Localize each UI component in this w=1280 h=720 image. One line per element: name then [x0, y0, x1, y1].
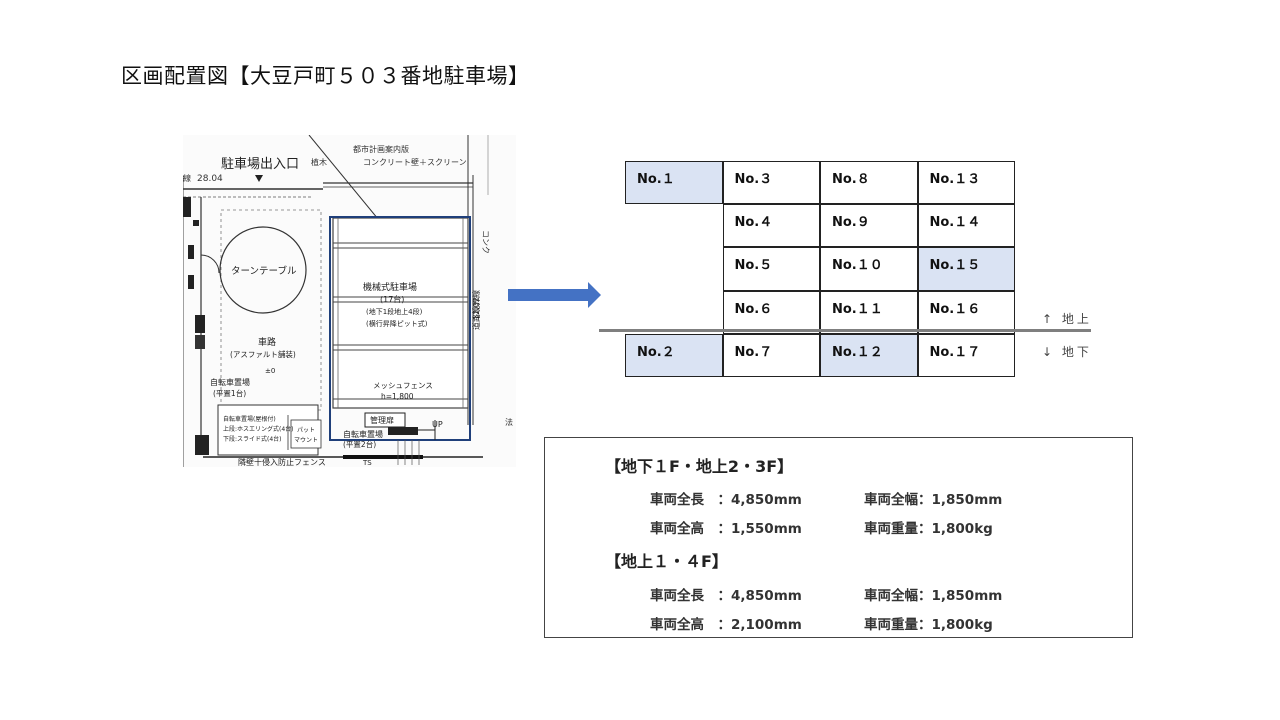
plan-sign-label: 都市計画案内版 [353, 144, 409, 154]
plan-ts-label: TS [362, 459, 372, 467]
plan-far-right-mark: 法 [505, 417, 513, 427]
spec-2-width: 車両全幅：1,850mm [864, 588, 1003, 604]
parking-space-cell: No.１６ [917, 290, 1015, 334]
plan-bike1-sub: (平置1台) [213, 388, 246, 398]
plan-left-mark: 線 [183, 173, 191, 183]
plan-bike-detail-1: 自転車置場(屋根付) [223, 415, 276, 423]
plan-boundary-label: 道路境界線 [471, 290, 481, 330]
parking-space-cell: No.１ [625, 161, 723, 205]
spec-section-2-title: 【地上１・４F】 [605, 552, 728, 571]
plan-entrance-label: 駐車場出入口 [221, 157, 299, 172]
spec-1-height: 車両全高 ：1,550mm [650, 521, 802, 537]
plan-bike2-label: 自転車置場 [343, 429, 383, 439]
parking-space-cell: No.８ [820, 161, 918, 205]
plan-bike-detail-3: 下段:スライド式(4台) [223, 435, 282, 443]
parking-space-cell: No.１３ [917, 161, 1015, 205]
parking-space-cell: No.６ [722, 290, 820, 334]
plan-mgmt-door: 管理扉 [370, 415, 394, 425]
plan-mesh-label: メッシュフェンス [373, 381, 433, 390]
plan-bike1-label: 自転車置場 [210, 377, 250, 387]
plan-fence-label: 隣壁十侵入防止フェンス [238, 457, 326, 467]
plan-pad-mount-1: パット [297, 427, 315, 434]
plan-elevation: 28.04 [197, 174, 223, 184]
site-plan-drawing: 駐車場出入口 線 28.04 都市計画案内版 コンクリート壁＋スクリーン 植木 … [183, 135, 516, 467]
plan-wall-label: コンクリート壁＋スクリーン [363, 157, 467, 167]
vehicle-spec-box: 【地下１F・地上2・3F】 車両全長 ：4,850mm 車両全幅：1,850mm… [544, 437, 1133, 638]
ground-level-line [599, 329, 1091, 332]
spec-1-weight: 車両重量：1,800kg [864, 521, 993, 537]
spec-1-length: 車両全長 ：4,850mm [650, 492, 802, 508]
parking-space-cell: No.１０ [820, 247, 918, 291]
plan-road-label: 車路 [258, 336, 276, 348]
parking-space-cell: No.４ [722, 204, 820, 248]
plan-mech-count: (17台) [380, 294, 404, 304]
parking-space-cell: No.２ [625, 333, 723, 377]
parking-space-cell: No.９ [820, 204, 918, 248]
page-title: 区画配置図【大豆戸町５０３番地駐車場】 [121, 64, 530, 88]
plan-pad-mount-2: マウント [294, 436, 318, 444]
plan-up-label: UP [432, 420, 443, 429]
right-arrow-icon [508, 282, 603, 312]
plan-mech-type: (横行昇降ピット式) [366, 319, 428, 328]
parking-space-cell: No.１５ [917, 247, 1015, 291]
spec-section-1-title: 【地下１F・地上2・3F】 [605, 457, 794, 476]
plan-mech-title: 機械式駐車場 [363, 281, 417, 293]
plan-road-sub: (アスファルト舗装) [230, 349, 296, 359]
parking-space-cell: No.１４ [917, 204, 1015, 248]
above-ground-label: ↑ 地上 [1042, 312, 1092, 326]
plan-tree-label: 植木 [311, 157, 327, 167]
plan-dimension: 12.02 [472, 297, 481, 320]
plan-mesh-height: h=1,800 [381, 392, 414, 401]
parking-space-cell: No.３ [722, 161, 820, 205]
plan-zero-mark: ±0 [265, 367, 275, 375]
parking-space-cell: No.１２ [820, 333, 918, 377]
plan-right-mark: コンク [481, 230, 490, 254]
parking-space-cell: No.１１ [820, 290, 918, 334]
plan-bike2-sub: (平置2台) [343, 439, 376, 449]
parking-space-cell: No.７ [722, 333, 820, 377]
spec-2-height: 車両全高 ：2,100mm [650, 617, 802, 633]
plan-turntable-label: ターンテーブル [231, 265, 297, 277]
spec-2-weight: 車両重量：1,800kg [864, 617, 993, 633]
plan-mech-levels: (地下1段地上4段) [366, 307, 423, 316]
spec-1-width: 車両全幅：1,850mm [864, 492, 1003, 508]
plan-bike-detail-2: 上段:ホスエリング式(4台) [223, 425, 294, 433]
parking-space-cell: No.５ [722, 247, 820, 291]
spec-2-length: 車両全長 ：4,850mm [650, 588, 802, 604]
parking-space-cell: No.１７ [917, 333, 1015, 377]
below-ground-label: ↓ 地下 [1042, 345, 1092, 359]
